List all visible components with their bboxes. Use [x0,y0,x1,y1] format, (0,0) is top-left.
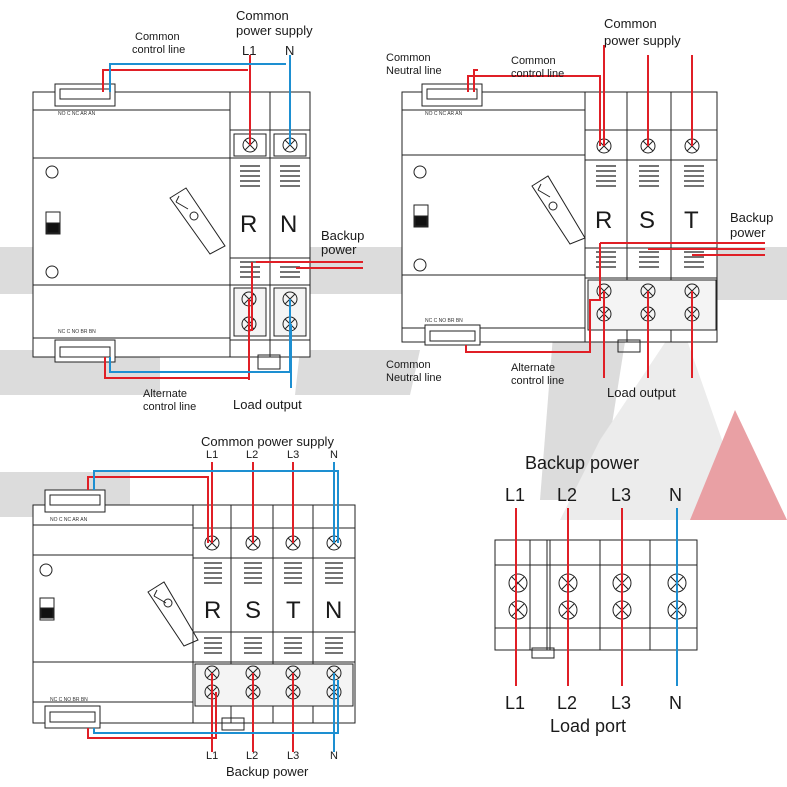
common-control-line-label: Common [135,31,180,43]
diagram-4p-wires [87,462,339,752]
bottom-connector-label-4p: NC C NO BR BN [50,697,88,703]
alternate-control-line-label-2: control line [143,401,197,413]
load-port-bottom-l1: L1 [505,693,526,713]
backup-power-label: Backup [321,228,365,243]
phase-r-label-4p: R [204,597,222,624]
backup-power-heading: Backup power [525,453,640,473]
phase-n-label: N [280,211,298,238]
common-power-supply-label-3p-2: power supply [604,33,681,48]
common-neutral-line-bottom-label-2: Neutral line [386,372,442,384]
phase-r-label: R [240,211,258,238]
load-port-bottom-l2: L2 [557,693,578,713]
load-port-wires [515,508,678,686]
brand-watermark-accent [690,410,787,520]
load-output-label: Load output [233,397,302,412]
bottom-connector-label-3p: NC C NO BR BN [425,318,463,324]
diagram-3p-top [401,83,718,353]
phase-t-label-3p: T [684,207,699,234]
load-port-top-l2: L2 [557,485,578,505]
terminal-l1-label: L1 [242,43,257,58]
load-port-top-l1: L1 [505,485,526,505]
alternate-control-line-label-3p: Alternate [511,362,556,374]
alternate-control-line-label: Alternate [143,388,188,400]
common-power-supply-label: Common [236,8,289,23]
load-output-label-3p: Load output [607,385,676,400]
load-port-top-n: N [669,485,682,505]
top-connector-label-3p: NO C NC AR AN [425,111,463,117]
common-power-supply-label-2: power supply [236,23,313,38]
backup-power-label-3p: Backup [730,210,774,225]
load-port-bottom-n: N [669,693,682,713]
backup-power-label-4p: Backup power [226,764,309,779]
top-terminal-n-label: N [330,449,338,461]
common-neutral-line-top-label: Common [386,52,431,64]
terminal-n-label: N [285,43,295,58]
top-connector-label-4p: NO C NC AR AN [50,517,88,523]
phase-t-label-4p: T [286,597,301,624]
top-terminal-l3-label: L3 [287,449,300,461]
phase-r-label-3p: R [595,207,613,234]
common-control-line-label-3p: Common [511,55,556,67]
phase-s-label-3p: S [639,207,656,234]
common-neutral-line-bottom-label: Common [386,359,431,371]
diagram-1p [32,83,311,370]
diagram-4p [32,489,356,731]
alternate-control-line-label-3p-2: control line [511,375,565,387]
diagram-3p-top-wires [465,45,765,378]
phase-n-label-4p: N [325,597,343,624]
common-power-supply-label-4p: Common power supply [201,434,334,449]
common-control-line-label-2: control line [132,44,186,56]
load-port-diagram [494,539,698,659]
bottom-terminal-n-label: N [330,750,338,762]
common-control-line-label-3p-2: control line [511,68,565,80]
phase-s-label-4p: S [245,597,262,624]
load-port-caption: Load port [550,716,627,736]
top-terminal-l2-label: L2 [246,449,259,461]
load-port-top-l3: L3 [611,485,632,505]
diagram-1p-wires [102,55,363,388]
bottom-connector-label: NC C NO BR BN [58,329,96,335]
bottom-terminal-l3-label: L3 [287,750,300,762]
backup-power-label-2: power [321,242,357,257]
vent-slots [240,165,300,278]
load-port-bottom-l3: L3 [611,693,632,713]
common-power-supply-label-3p: Common [604,16,657,31]
bottom-terminal-l1-label: L1 [206,750,219,762]
top-connector-label: NO C NC AR AN [58,111,96,117]
bottom-terminal-l2-label: L2 [246,750,259,762]
common-neutral-line-top-label-2: Neutral line [386,65,442,77]
backup-power-label-3p-2: power [730,225,766,240]
top-terminal-l1-label: L1 [206,449,219,461]
